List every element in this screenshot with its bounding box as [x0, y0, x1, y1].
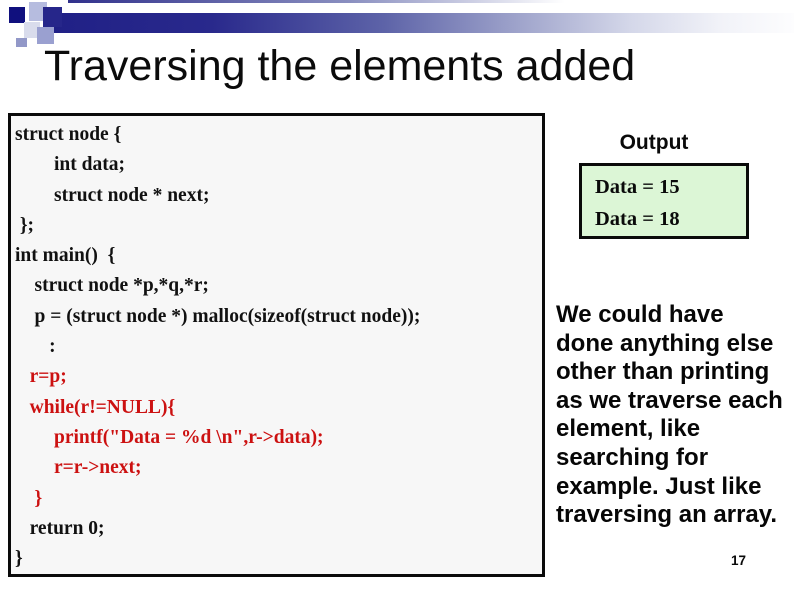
code-line: struct node { [15, 124, 122, 145]
code-panel: struct node { int data; struct node * ne… [8, 113, 545, 577]
header-gradient-bar [48, 13, 794, 33]
output-box: Data = 15 Data = 18 [579, 163, 749, 239]
deco-square-navy-2 [43, 7, 62, 27]
code-line: }; [15, 214, 35, 236]
code-line: : [15, 336, 56, 358]
code-line: r=r->next; [15, 457, 142, 479]
note-line: as we traverse each [556, 386, 783, 414]
deco-square-light [29, 2, 47, 21]
deco-square-navy [9, 7, 25, 23]
page-number: 17 [731, 553, 747, 568]
note-paragraph: We could have done anything else other t… [556, 301, 794, 530]
note-line: searching for [556, 443, 709, 471]
output-line: Data = 18 [595, 208, 680, 230]
note-line: done anything else [556, 329, 774, 357]
note-line: element, like [556, 415, 701, 443]
code-line: while(r!=NULL){ [15, 396, 176, 418]
code-line: struct node *p,*q,*r; [15, 275, 209, 297]
code-line: return 0; [15, 517, 105, 539]
note-line: example. Just like [556, 472, 762, 500]
deco-square-mid [37, 27, 54, 44]
code-line: } [15, 548, 23, 570]
deco-square-lightgray [24, 22, 40, 38]
header-thin-gradient-bar [68, 0, 580, 3]
code-line: int main() { [15, 245, 116, 267]
note-line: traversing an array. [556, 501, 778, 529]
code-line: r=p; [15, 366, 67, 388]
output-line: Data = 15 [595, 176, 680, 198]
note-line: other than printing [556, 358, 770, 386]
code-line: struct node * next; [15, 184, 210, 206]
output-label: Output [619, 131, 689, 154]
slide-title: Traversing the elements added [44, 42, 636, 90]
code-line: p = (struct node *) malloc(sizeof(struct… [15, 305, 421, 327]
deco-square-small [16, 38, 27, 47]
code-line: printf("Data = %d \n",r->data); [15, 426, 324, 448]
note-line: We could have [556, 301, 724, 328]
code-line: } [15, 487, 43, 509]
code-line: int data; [15, 154, 125, 176]
